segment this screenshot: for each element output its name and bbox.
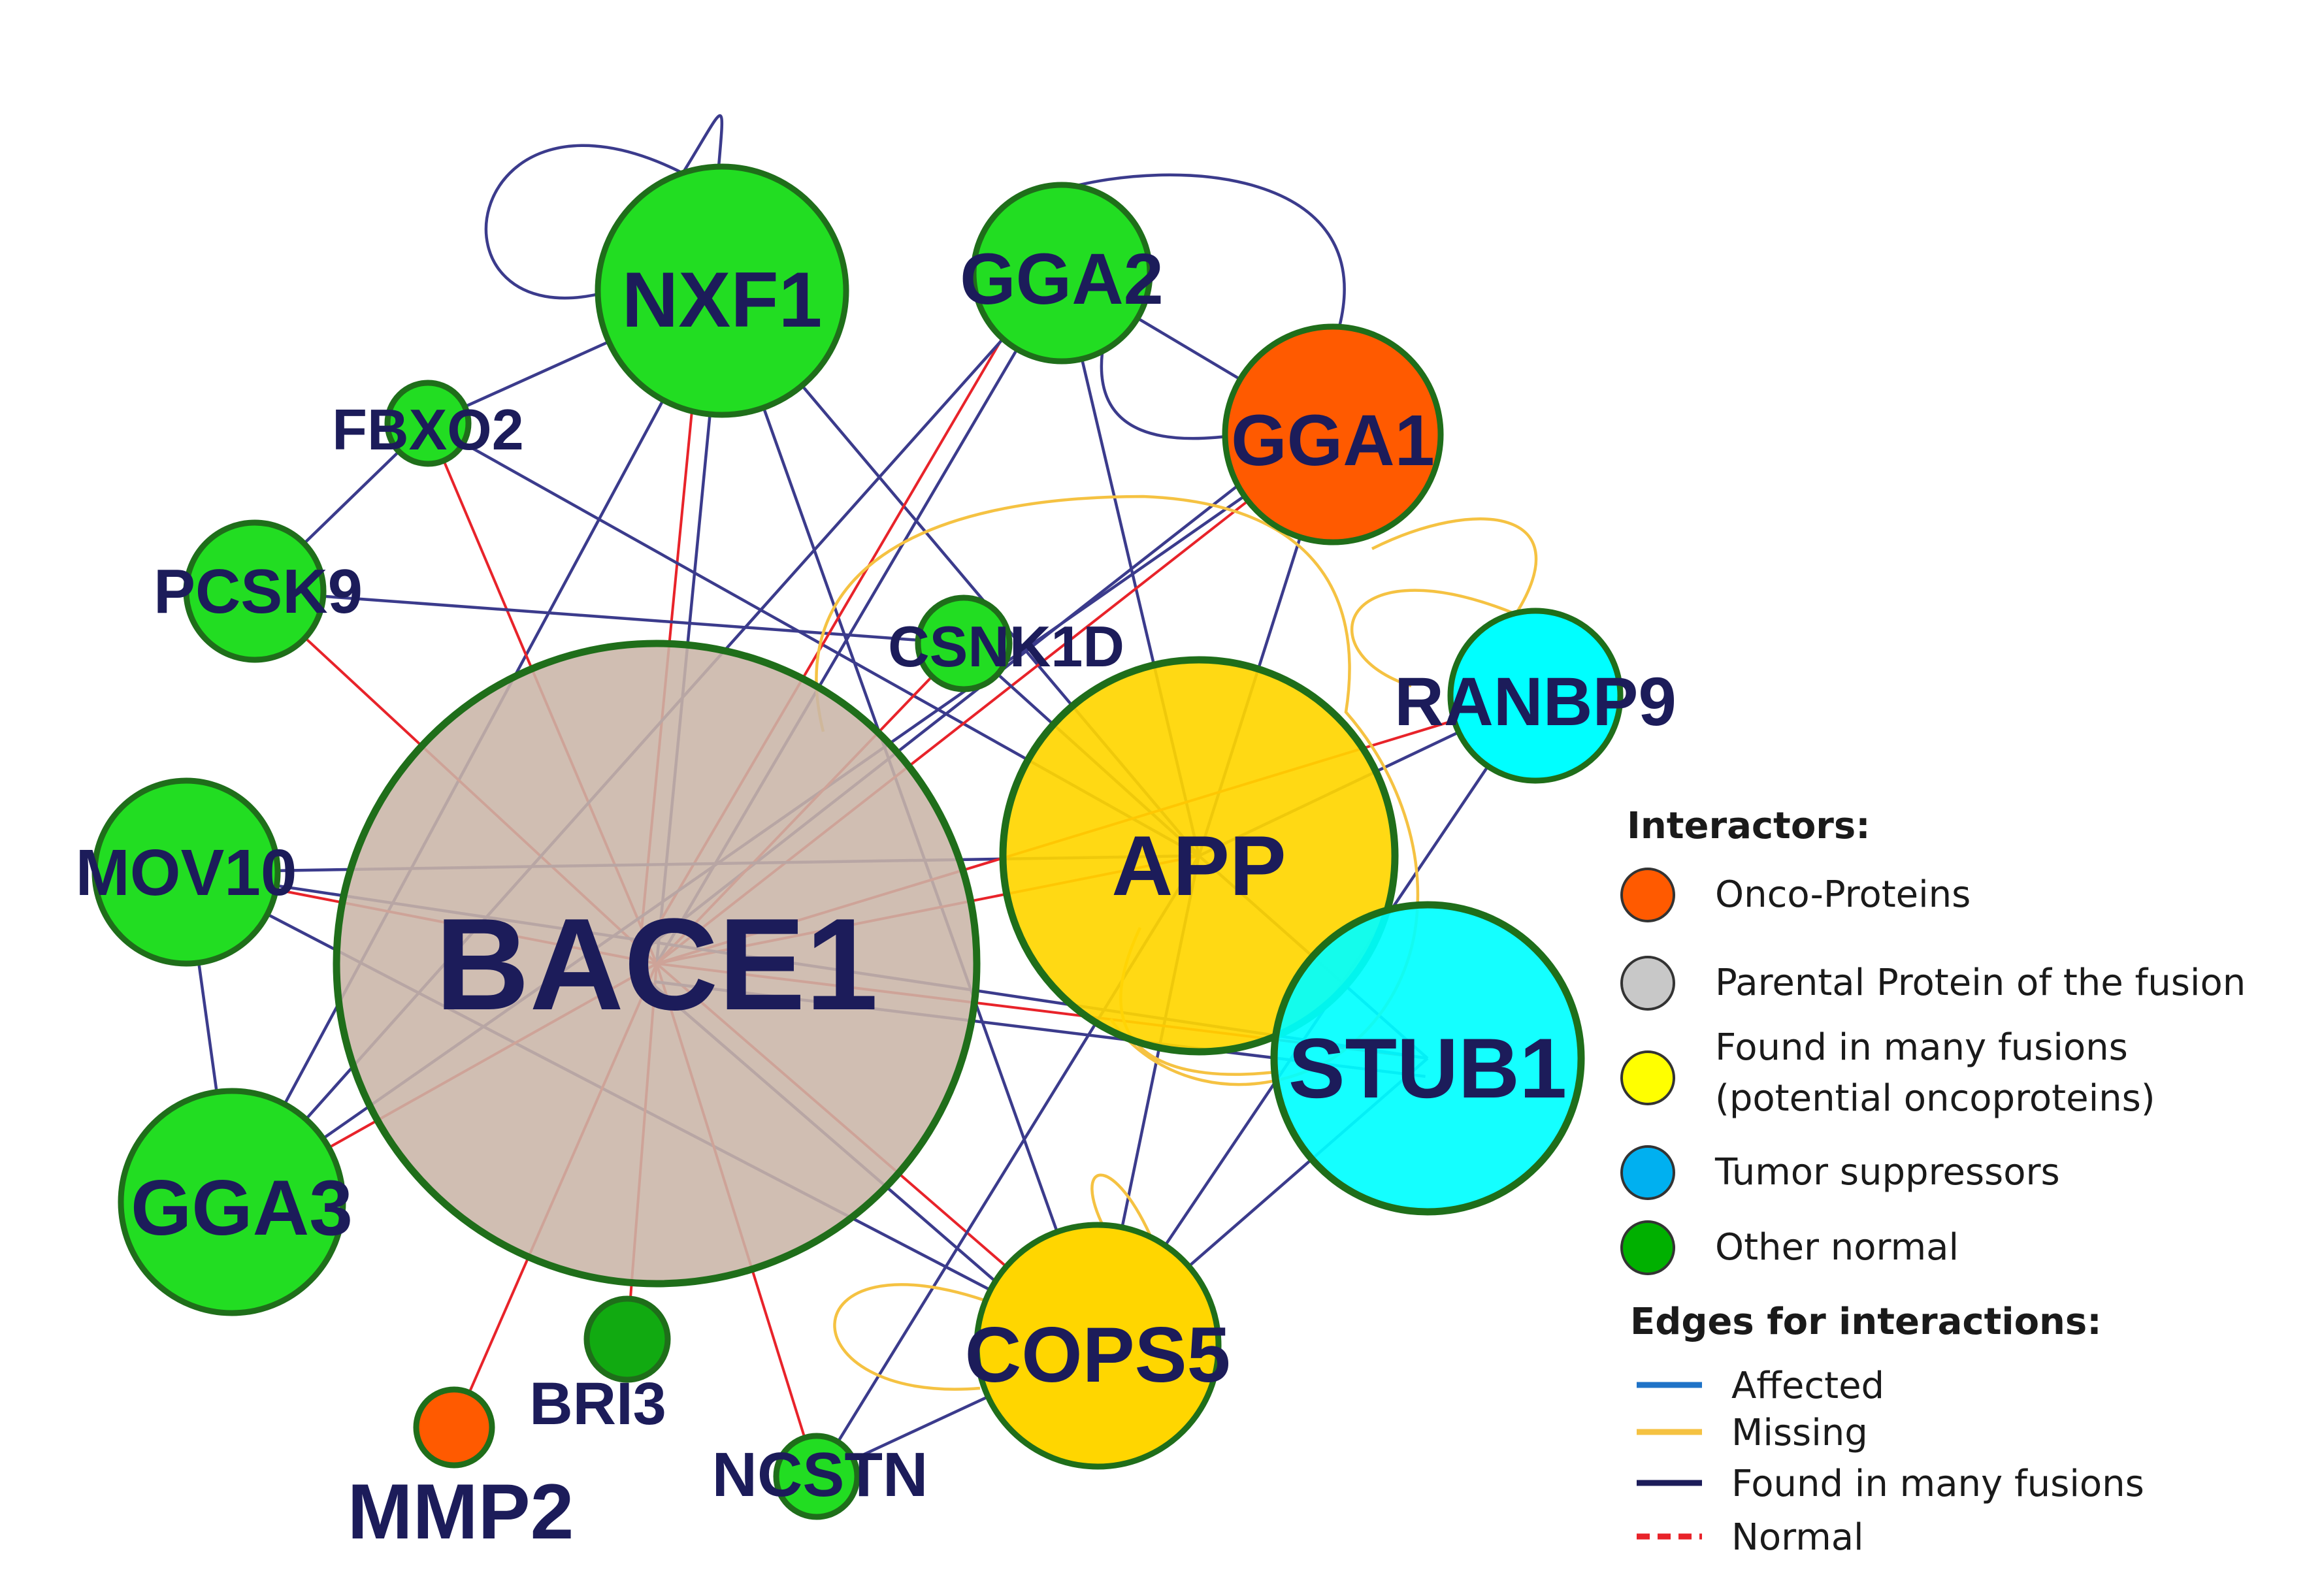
- node-ranbp9[interactable]: [1447, 608, 1624, 784]
- node-label-gga2: GGA2: [960, 239, 1164, 319]
- legend-interactors-title: Interactors:: [1627, 805, 1871, 847]
- legend-swatch-3: [1620, 1145, 1675, 1200]
- legend-edge-label-2: Found in many fusions: [1731, 1463, 2144, 1505]
- legend-node-label-3: Tumor suppressors: [1714, 1151, 2060, 1194]
- node-label-ranbp9: RANBP9: [1394, 664, 1677, 740]
- node-label-gga1: GGA1: [1231, 400, 1435, 481]
- edge-pcsk9-csnk1d-found: [254, 589, 964, 645]
- node-label-nxf1: NXF1: [622, 256, 823, 344]
- legend-node-label-0: Onco-Proteins: [1715, 873, 1971, 916]
- legend-node-label2-2: (potential oncoproteins): [1715, 1077, 2155, 1120]
- self-loop-gga2: [1061, 173, 1346, 440]
- self-loop-ranbp9: [1350, 517, 1538, 688]
- node-gga3[interactable]: [118, 1088, 346, 1316]
- node-nxf1[interactable]: [595, 163, 849, 418]
- node-mmp2[interactable]: [413, 1386, 495, 1469]
- nodes-layer: [91, 163, 1624, 1520]
- node-label-cops5: COPS5: [965, 1311, 1231, 1399]
- self-loop-nxf1: [484, 114, 724, 300]
- legend-edges-title: Edges for interactions:: [1630, 1301, 2102, 1343]
- node-csnk1d[interactable]: [915, 594, 1013, 692]
- legend-edge-label-1: Missing: [1731, 1412, 1868, 1454]
- node-gga2[interactable]: [970, 182, 1153, 365]
- node-label-pcsk9: PCSK9: [154, 557, 363, 626]
- self-loop-cops5: [833, 1173, 1152, 1391]
- node-cops5[interactable]: [974, 1222, 1222, 1470]
- legend-swatch-4: [1620, 1220, 1675, 1275]
- node-label-ncstn: NCSTN: [712, 1440, 928, 1510]
- node-label-csnk1d: CSNK1D: [888, 614, 1124, 679]
- node-label-bri3: BRI3: [529, 1371, 666, 1437]
- node-label-app: APP: [1111, 818, 1286, 913]
- legend-swatch-1: [1620, 956, 1675, 1011]
- node-ncstn[interactable]: [773, 1433, 860, 1520]
- node-bace1[interactable]: [333, 640, 981, 1288]
- node-bri3[interactable]: [583, 1295, 671, 1383]
- legend-node-label-1: Parental Protein of the fusion: [1715, 962, 2246, 1004]
- legend-node-label-2: Found in many fusions: [1715, 1026, 2128, 1069]
- legend-edge-label-0: Affected: [1731, 1365, 1884, 1407]
- node-label-bace1: BACE1: [435, 892, 878, 1037]
- node-gga1[interactable]: [1222, 323, 1444, 545]
- node-label-stub1: STUB1: [1288, 1020, 1567, 1116]
- node-mov10[interactable]: [91, 777, 281, 967]
- node-stub1[interactable]: [1270, 901, 1585, 1216]
- node-app[interactable]: [999, 656, 1399, 1056]
- node-label-mmp2: MMP2: [348, 1468, 574, 1555]
- node-fbxo2[interactable]: [384, 380, 472, 467]
- node-label-fbxo2: FBXO2: [332, 397, 523, 462]
- legend-node-label-4: Other normal: [1715, 1226, 1959, 1269]
- legend-edge-label-3: Normal: [1731, 1516, 1864, 1559]
- legend-swatch-2: [1620, 1050, 1675, 1105]
- node-label-mov10: MOV10: [75, 836, 297, 909]
- node-label-gga3: GGA3: [131, 1164, 353, 1252]
- node-pcsk9[interactable]: [183, 519, 327, 663]
- legend-swatch-0: [1620, 868, 1675, 922]
